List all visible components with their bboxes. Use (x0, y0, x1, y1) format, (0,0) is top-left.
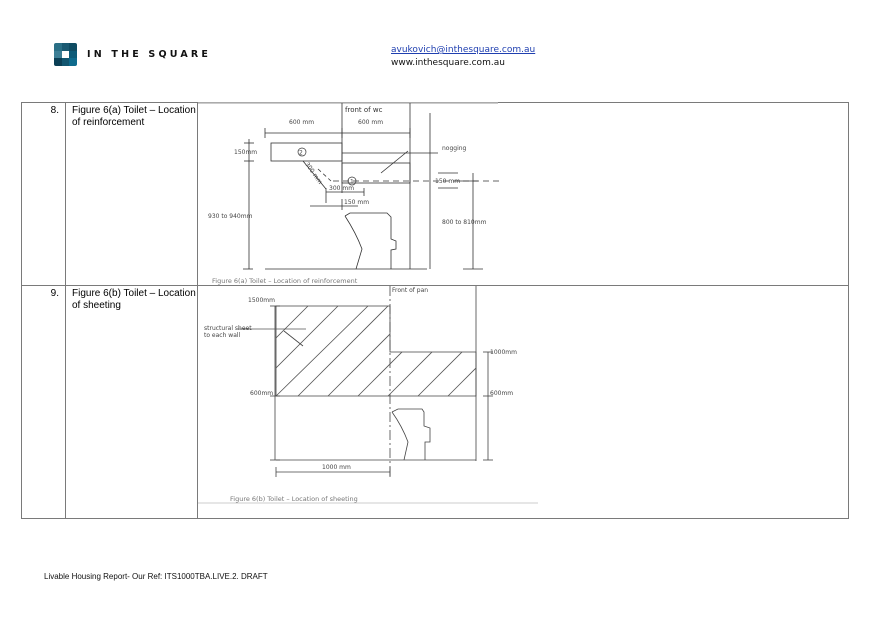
label-600-right: 600 mm (358, 119, 383, 126)
figure-6a-caption: Figure 6(a) Toilet – Location of reinfor… (212, 277, 358, 285)
logo-mark-icon (54, 43, 77, 66)
logo-text: IN THE SQUARE (87, 49, 212, 60)
figure-cell: 2 1 front of wc 600 mm 600 mm 150mm nogg… (197, 102, 849, 286)
logo-tile (54, 58, 62, 66)
label-1000mm: 1000mm (490, 349, 517, 356)
figure-6b-sheeting: Front of pan 1500mm 600mm 1000mm 600mm s… (198, 286, 538, 504)
label-300-horiz: 300 mm (329, 185, 354, 192)
label-150-right: 150 mm (435, 178, 460, 185)
logo-tile (54, 50, 62, 59)
row-description: Figure 6(a) Toilet – Location of reinfor… (65, 102, 198, 286)
label-930-940: 930 to 940mm (208, 213, 253, 220)
row-description: Figure 6(b) Toilet – Location of sheetin… (65, 285, 198, 519)
logo-tile (61, 50, 70, 59)
label-150mm: 150mm (234, 149, 257, 156)
label-1000-mm-width: 1000 mm (322, 464, 351, 471)
email-link[interactable]: avukovich@inthesquare.com.au (391, 45, 536, 55)
marker-1: 1 (350, 179, 354, 186)
label-front-of-pan: Front of pan (392, 287, 428, 294)
logo-tile (69, 58, 77, 66)
report-table: 8. Figure 6(a) Toilet – Location of rein… (21, 102, 849, 519)
marker-2: 2 (299, 150, 303, 157)
label-1500mm: 1500mm (248, 297, 275, 304)
row-number: 9. (21, 285, 66, 519)
logo-tile (61, 43, 70, 51)
company-logo: IN THE SQUARE (54, 43, 211, 66)
label-structural-sheet: structural sheet (204, 325, 252, 332)
table-row: 9. Figure 6(b) Toilet – Location of shee… (21, 285, 849, 519)
website-text: www.inthesquare.com.au (391, 58, 505, 68)
logo-tile (61, 58, 70, 66)
figure-6b-caption: Figure 6(b) Toilet – Location of sheetin… (230, 495, 358, 503)
figure-6a-reinforcement: 2 1 front of wc 600 mm 600 mm 150mm nogg… (198, 102, 503, 285)
table-row: 8. Figure 6(a) Toilet – Location of rein… (21, 102, 849, 286)
logo-tile (69, 50, 77, 59)
label-front-of-wc: front of wc (345, 106, 383, 114)
logo-tile (69, 43, 77, 51)
label-nogging: nogging (442, 145, 467, 152)
row-number: 8. (21, 102, 66, 286)
label-600-left: 600 mm (289, 119, 314, 126)
page-footer: Livable Housing Report- Our Ref: ITS1000… (44, 572, 268, 581)
label-diag-300: 300 mm (303, 161, 323, 186)
label-to-each-wall: to each wall (204, 332, 241, 339)
label-150-horiz: 150 mm (344, 199, 369, 206)
figure-cell: Front of pan 1500mm 600mm 1000mm 600mm s… (197, 285, 849, 519)
contact-block: avukovich@inthesquare.com.au www.inthesq… (391, 44, 535, 70)
label-800-810: 800 to 810mm (442, 219, 487, 226)
label-600mm-left: 600mm (250, 390, 273, 397)
logo-tile (54, 43, 62, 51)
label-600mm-right: 600mm (490, 390, 513, 397)
